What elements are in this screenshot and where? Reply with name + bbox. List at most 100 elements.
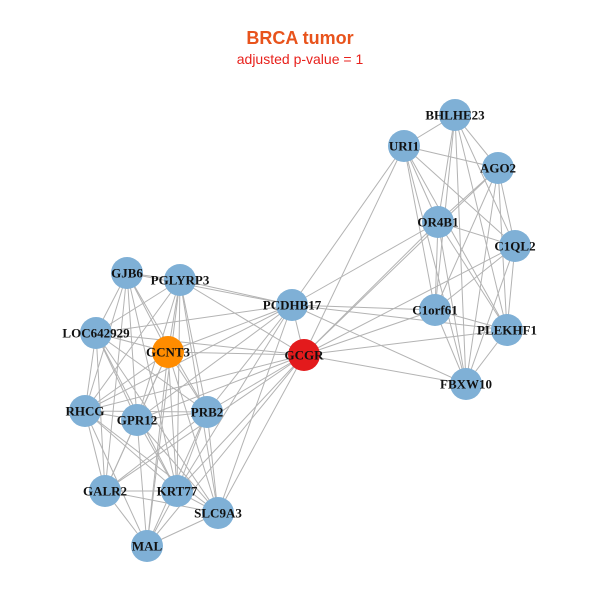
node-circle[interactable]	[276, 289, 308, 321]
node-label: GJB6	[111, 266, 143, 281]
node-mal[interactable]: MAL	[131, 530, 163, 562]
edge-gcnt3-krt77	[167, 351, 178, 492]
node-galr2[interactable]: GALR2	[83, 475, 127, 507]
edge-pcdhb17-pglyrp3	[179, 279, 293, 306]
node-circle[interactable]	[482, 152, 514, 184]
node-plekhf1[interactable]: PLEKHF1	[477, 314, 537, 346]
edge-gcgr-gcnt3	[167, 351, 305, 356]
edge-uri1-c1ql2	[403, 145, 516, 247]
edge-c1ql2-c1orf61	[434, 245, 516, 311]
edge-gcgr-loc642929	[95, 332, 305, 356]
node-label: OR4B1	[417, 215, 458, 230]
edge-gcgr-rhcg	[84, 354, 305, 412]
edge-pcdhb17-slc9a3	[217, 304, 293, 514]
node-or4b1[interactable]: OR4B1	[417, 206, 459, 238]
edge-uri1-plekhf1	[403, 145, 508, 331]
edge-uri1-c1orf61	[403, 145, 436, 311]
edge-c1ql2-gcgr	[303, 245, 516, 356]
node-circle[interactable]	[422, 206, 454, 238]
node-circle[interactable]	[202, 497, 234, 529]
node-label: SLC9A3	[194, 506, 242, 521]
node-circle[interactable]	[111, 257, 143, 289]
figure-title: BRCA tumor	[246, 28, 354, 48]
edge-bhlhe23-or4b1	[437, 114, 456, 223]
node-circle[interactable]	[388, 130, 420, 162]
node-prb2[interactable]: PRB2	[191, 396, 224, 428]
edge-loc642929-gpr12	[95, 332, 138, 421]
node-circle[interactable]	[164, 264, 196, 296]
node-gpr12[interactable]: GPR12	[117, 404, 157, 436]
node-circle[interactable]	[450, 368, 482, 400]
node-label: MAL	[132, 539, 163, 554]
edge-ago2-fbxw10	[465, 167, 499, 385]
edge-or4b1-gcgr	[303, 221, 439, 356]
edge-gcgr-gpr12	[136, 354, 305, 421]
node-fbxw10[interactable]: FBXW10	[440, 368, 492, 400]
node-label: GPR12	[117, 413, 157, 428]
edge-c1orf61-pcdhb17	[291, 304, 436, 311]
node-gjb6[interactable]: GJB6	[111, 257, 143, 289]
node-label: RHCG	[66, 404, 105, 419]
node-label: GCNT3	[146, 345, 191, 360]
node-circle[interactable]	[491, 314, 523, 346]
node-label: PLEKHF1	[477, 323, 537, 338]
edge-loc642929-slc9a3	[95, 332, 219, 514]
edge-gcgr-slc9a3	[217, 354, 305, 514]
node-circle[interactable]	[161, 475, 193, 507]
node-uri1[interactable]: URI1	[388, 130, 420, 162]
node-circle[interactable]	[439, 99, 471, 131]
node-label: FBXW10	[440, 377, 492, 392]
node-circle[interactable]	[419, 294, 451, 326]
node-circle[interactable]	[131, 530, 163, 562]
edge-pcdhb17-loc642929	[95, 304, 293, 334]
node-label: BHLHE23	[425, 108, 485, 123]
edge-gjb6-krt77	[126, 272, 178, 492]
edge-ago2-gcgr	[303, 167, 499, 356]
edge-pcdhb17-rhcg	[84, 304, 293, 412]
node-circle[interactable]	[69, 395, 101, 427]
edge-gcgr-mal	[146, 354, 305, 547]
node-pglyrp3[interactable]: PGLYRP3	[151, 264, 210, 296]
figure-subtitle: adjusted p-value = 1	[236, 51, 364, 67]
edge-uri1-pcdhb17	[291, 145, 405, 306]
edge-rhcg-mal	[84, 410, 148, 547]
node-gcgr[interactable]: GCGR	[285, 339, 325, 371]
edge-bhlhe23-fbxw10	[454, 114, 467, 385]
edge-fbxw10-gcgr	[303, 354, 467, 385]
node-circle[interactable]	[288, 339, 320, 371]
node-circle[interactable]	[152, 336, 184, 368]
edge-galr2-slc9a3	[104, 490, 219, 514]
node-circle[interactable]	[121, 404, 153, 436]
node-label: C1orf61	[412, 303, 458, 318]
edge-gjb6-galr2	[104, 272, 128, 492]
node-circle[interactable]	[499, 230, 531, 262]
edge-uri1-ago2	[403, 145, 499, 169]
node-ago2[interactable]: AGO2	[480, 152, 516, 184]
edge-loc642929-prb2	[95, 332, 208, 413]
edge-pcdhb17-gcnt3	[167, 304, 293, 353]
node-bhlhe23[interactable]: BHLHE23	[425, 99, 485, 131]
edge-pglyrp3-mal	[146, 279, 181, 547]
edge-plekhf1-gcgr	[303, 329, 508, 356]
edge-rhcg-slc9a3	[84, 410, 219, 514]
edge-pglyrp3-loc642929	[95, 279, 181, 334]
node-label: PGLYRP3	[151, 273, 210, 288]
node-gcnt3[interactable]: GCNT3	[146, 336, 191, 368]
edge-prb2-galr2	[104, 411, 208, 492]
edge-pglyrp3-slc9a3	[179, 279, 219, 514]
node-circle[interactable]	[191, 396, 223, 428]
node-c1ql2[interactable]: C1QL2	[494, 230, 536, 262]
node-slc9a3[interactable]: SLC9A3	[194, 497, 242, 529]
node-c1orf61[interactable]: C1orf61	[412, 294, 458, 326]
node-krt77[interactable]: KRT77	[157, 475, 198, 507]
node-circle[interactable]	[89, 475, 121, 507]
edge-rhcg-krt77	[84, 410, 178, 492]
node-rhcg[interactable]: RHCG	[66, 395, 105, 427]
edge-or4b1-pcdhb17	[291, 221, 439, 306]
node-pcdhb17[interactable]: PCDHB17	[263, 289, 322, 321]
edge-prb2-slc9a3	[206, 411, 219, 514]
node-circle[interactable]	[80, 317, 112, 349]
node-loc642929[interactable]: LOC642929	[62, 317, 130, 349]
